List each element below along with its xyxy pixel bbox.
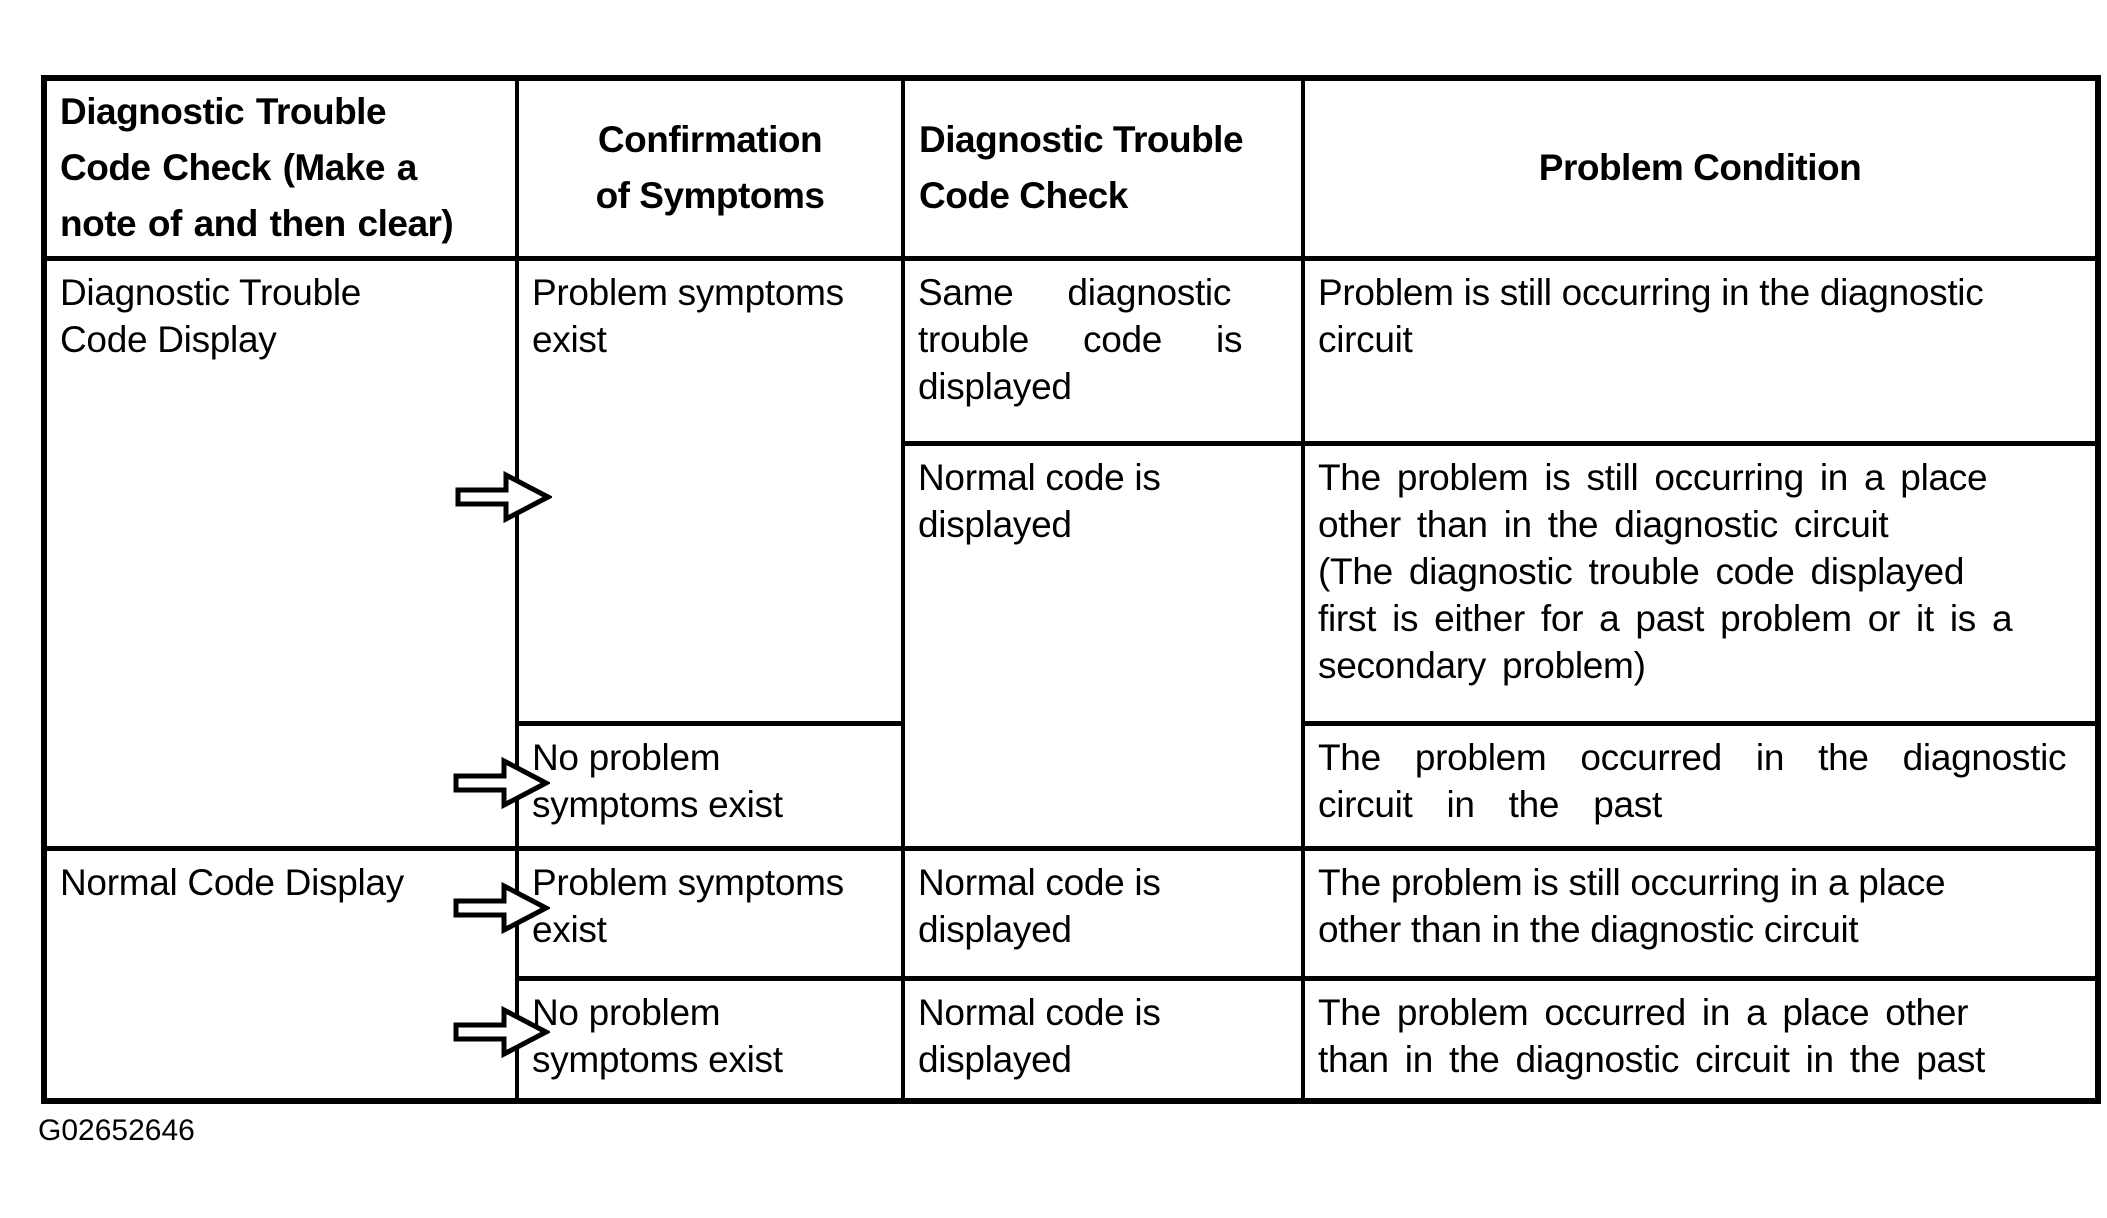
diagnostic-table: Diagnostic Trouble Code Check (Make a no… <box>41 75 2101 1104</box>
table-row: Normal code is displayed The problem is … <box>44 440 2100 851</box>
cell-normal-code-displayed-3: Normal code is displayed <box>901 975 1305 1104</box>
header-problem-condition: Problem Condition <box>1301 75 2100 261</box>
cell-problem-symptoms-exist-1: Problem symptoms exist <box>515 255 905 726</box>
header-dtc-check-clear: Diagnostic Trouble Code Check (Make a no… <box>42 75 519 261</box>
table-row: Normal Code Display Problem symptoms exi… <box>42 845 2100 1104</box>
cell-problem-still-in-circuit: Problem is still occurring in the diagno… <box>1301 255 2100 446</box>
table-row: Diagnostic Trouble Code Display Problem … <box>42 255 2100 851</box>
cell-no-problem-symptoms-2: No problem symptoms exist <box>515 975 905 1104</box>
cell-problem-still-other-place-long: The problem is still occurring in a plac… <box>1301 440 2100 726</box>
table-row: No problem symptoms exist Normal code is… <box>44 975 2100 1104</box>
cell-normal-code-displayed-1: Normal code is displayed <box>901 440 1305 851</box>
header-confirmation-of-symptoms: Confirmation of Symptoms <box>515 75 905 261</box>
right-arrow-icon <box>455 470 552 524</box>
cell-problem-occurred-other-place-past: The problem occurred in a place other th… <box>1301 975 2100 1104</box>
header-row: Diagnostic Trouble Code Check (Make a no… <box>42 75 2100 261</box>
figure-code: G02652646 <box>38 1114 195 1147</box>
cell-normal-code-displayed-2: Normal code is displayed <box>901 845 1305 981</box>
cell-no-problem-symptoms-1: No problem symptoms exist <box>515 720 905 851</box>
cell-normal-code-display: Normal Code Display <box>42 845 519 1104</box>
right-arrow-icon <box>453 1005 550 1059</box>
cell-problem-symptoms-exist-2: Problem symptoms exist <box>515 845 905 981</box>
right-arrow-icon <box>453 881 550 935</box>
cell-problem-occurred-in-circuit-past: The problem occurred in the diagnostic c… <box>1301 720 2100 851</box>
cell-dtc-code-display: Diagnostic Trouble Code Display <box>42 255 519 851</box>
header-dtc-check: Diagnostic Trouble Code Check <box>901 75 1305 261</box>
table-row: No problem symptoms exist The problem oc… <box>44 720 2100 851</box>
cell-same-dtc-displayed: Same diagnostic trouble code is displaye… <box>901 255 1305 446</box>
right-arrow-icon <box>453 756 550 810</box>
cell-problem-still-other-place: The problem is still occurring in a plac… <box>1301 845 2100 981</box>
